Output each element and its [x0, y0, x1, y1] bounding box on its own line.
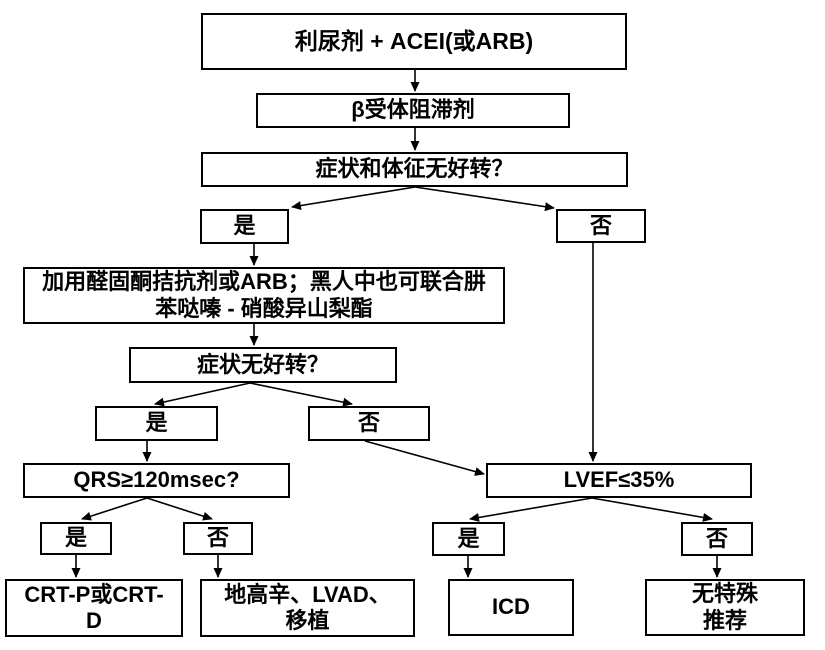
arrow-q2-to-no2: [249, 382, 353, 407]
node-question-symptoms-signs: 症状和体征无好转？: [201, 152, 628, 187]
node-add-aldosterone-arb: 加用醛固酮拮抗剂或ARB；黑人中也可联合肼 苯哒嗪 - 硝酸异山梨酯: [23, 267, 505, 324]
arrow-q2-to-yes2: [154, 382, 251, 407]
node-no-1: 否: [556, 209, 646, 243]
node-no-4: 否: [681, 522, 753, 556]
arrow-q1-to-yes1: [291, 186, 416, 210]
arrow-qrs-to-no3: [146, 497, 213, 521]
node-no-3: 否: [183, 522, 253, 555]
node-digoxin-lvad-transplant: 地高辛、LVAD、 移植: [200, 579, 415, 637]
node-qrs-question: QRS≥120msec?: [23, 463, 290, 498]
arrow-qrs-to-yes3: [81, 497, 148, 521]
node-yes-3: 是: [40, 522, 112, 555]
node-lvef-question: LVEF≤35%: [486, 463, 752, 498]
node-yes-1: 是: [200, 209, 289, 244]
arrow-lvef-to-yes4: [469, 497, 593, 522]
node-yes-4: 是: [432, 522, 505, 556]
arrow-lvef-to-no4: [591, 497, 713, 522]
node-beta-blocker: β受体阻滞剂: [256, 93, 570, 128]
node-no-special-recommendation: 无特殊 推荐: [645, 579, 805, 636]
node-diuretic-acei: 利尿剂 + ACEI(或ARB): [201, 13, 627, 70]
node-icd-result: ICD: [448, 579, 574, 636]
arrow-q1-to-no1: [414, 186, 555, 212]
node-crt-result: CRT-P或CRT- D: [5, 579, 183, 637]
node-no-2: 否: [308, 406, 430, 441]
node-yes-2: 是: [95, 406, 218, 441]
arrow-no2-to-lvef: [364, 440, 485, 476]
node-question-symptoms: 症状无好转？: [129, 347, 397, 383]
